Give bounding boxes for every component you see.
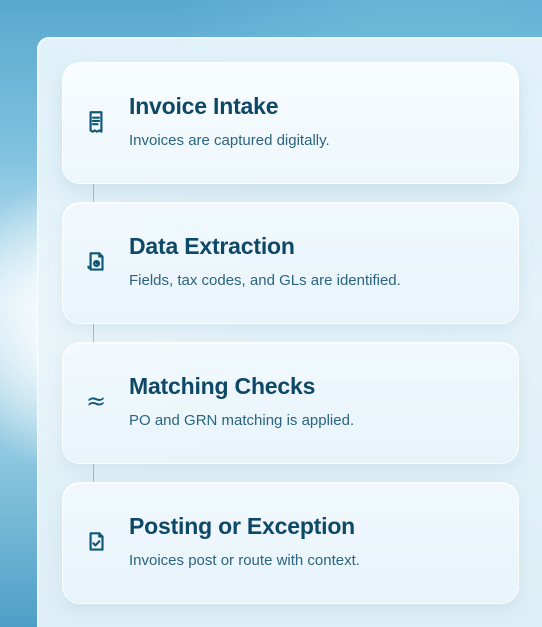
step-description: Invoices post or route with context. (129, 552, 360, 569)
step-title: Matching Checks (129, 373, 316, 399)
step-description: PO and GRN matching is applied. (129, 412, 355, 429)
step-connector (93, 182, 94, 202)
step-connector (93, 322, 94, 342)
workflow-step-data-extraction: Data Extraction Fields, tax codes, and G… (62, 202, 519, 324)
workflow-step-matching-checks: ≈ Matching Checks PO and GRN matching is… (62, 342, 519, 464)
step-description: Fields, tax codes, and GLs are identifie… (129, 272, 401, 289)
step-title: Data Extraction (129, 233, 295, 259)
approximately-equal-icon: ≈ (85, 387, 107, 415)
step-title: Invoice Intake (129, 93, 279, 119)
document-scan-icon (81, 247, 111, 277)
workflow-step-posting-or-exception: Posting or Exception Invoices post or ro… (62, 482, 519, 604)
document-check-icon (81, 527, 111, 557)
workflow-step-invoice-intake: Invoice Intake Invoices are captured dig… (62, 62, 519, 184)
step-description: Invoices are captured digitally. (129, 132, 330, 149)
step-title: Posting or Exception (129, 513, 356, 539)
receipt-icon (81, 107, 111, 137)
step-connector (93, 462, 94, 482)
